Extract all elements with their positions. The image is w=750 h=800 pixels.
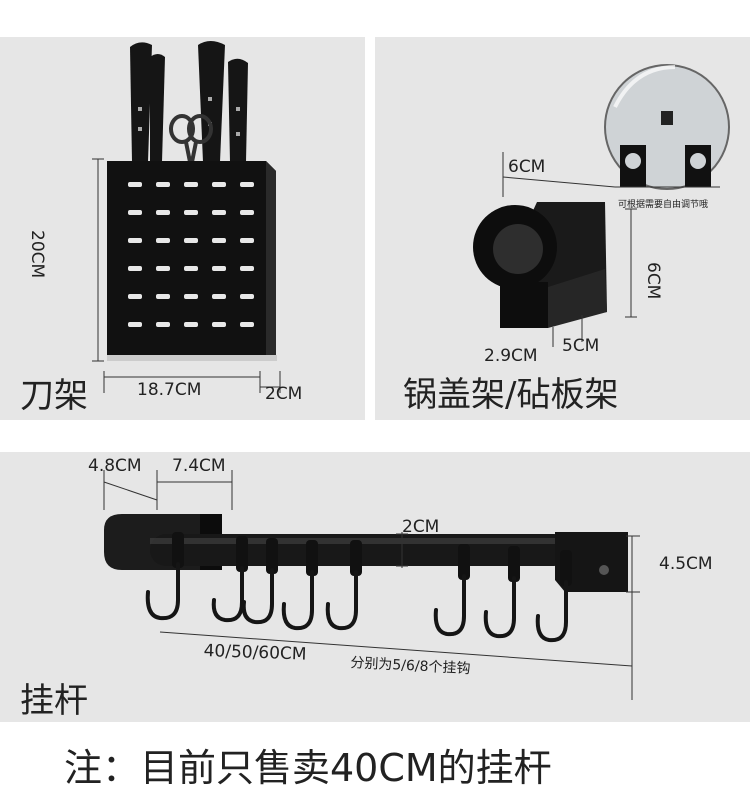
lid-rack-title: 锅盖架/砧板架 <box>403 375 619 415</box>
lid-rack-depth-a-label: 2.9CM <box>484 346 538 366</box>
knife-rack-height-label: 20CM <box>27 230 47 279</box>
rod-length-options-label: 40/50/60CM <box>203 641 307 665</box>
hanging-rod-image <box>103 470 640 700</box>
lid-rack-depth-b-label: 5CM <box>562 336 600 356</box>
knife-rack-image <box>92 41 281 393</box>
footer-note: 注：目前只售卖40CM的挂杆 <box>64 746 552 790</box>
rod-hook-spacing-label: 7.4CM <box>172 456 226 476</box>
lid-rack-height-label: 6CM <box>643 262 663 300</box>
knife-rack-depth-label: 2CM <box>265 384 303 404</box>
hanging-rod-title: 挂杆 <box>20 681 88 721</box>
lid-rack-image <box>473 64 730 347</box>
knife-rack-title: 刀架 <box>20 376 88 416</box>
knife-rack-width-label: 18.7CM <box>137 380 202 400</box>
lid-rack-adjust-note: 可根据需要自由调节哦 <box>618 200 709 210</box>
lid-rack-width-label: 6CM <box>508 157 546 177</box>
rod-end-height-label: 4.5CM <box>659 554 713 574</box>
rod-end-width-label: 4.8CM <box>88 456 142 476</box>
rod-diameter-label: 2CM <box>402 517 440 537</box>
